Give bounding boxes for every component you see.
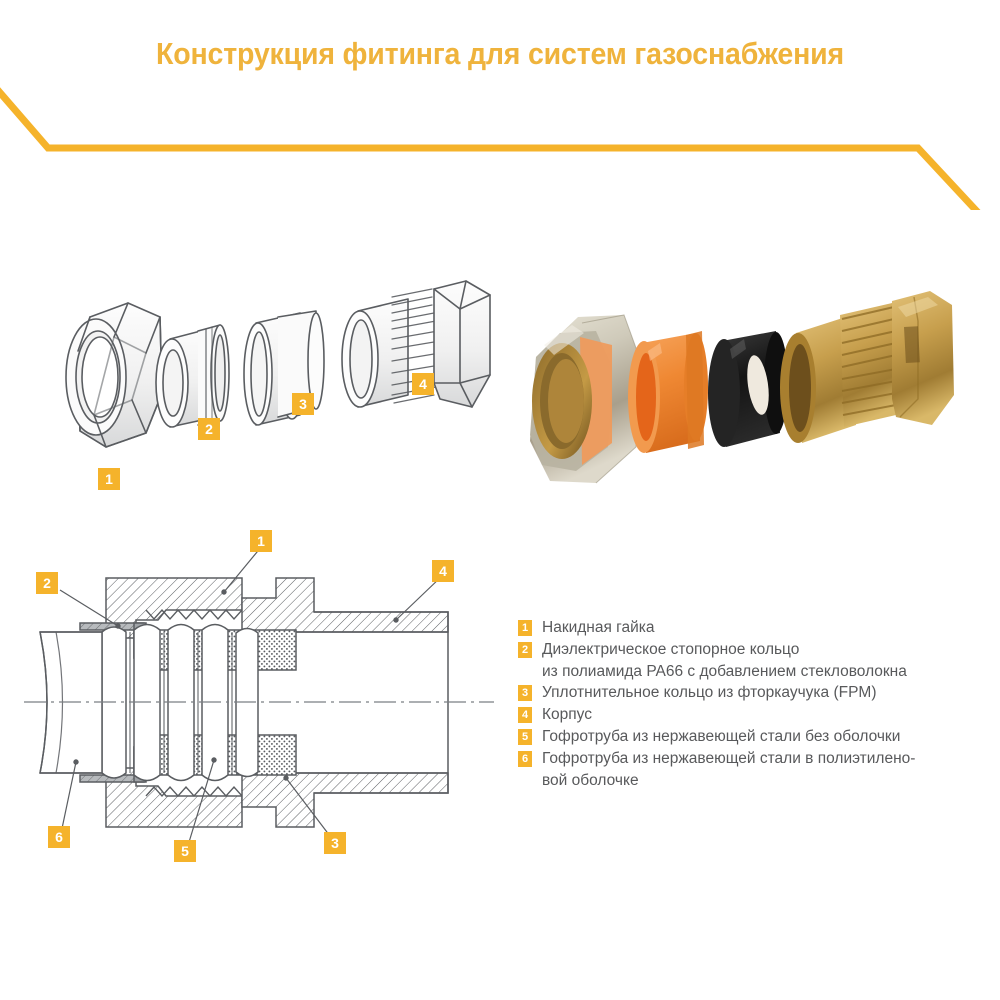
legend-badge-6: 6 — [518, 751, 532, 767]
legend-item-1: 1 Накидная гайка — [518, 617, 988, 638]
legend-item-4: 4 Корпус — [518, 704, 988, 725]
legend-badge-5: 5 — [518, 729, 532, 745]
legend-item-6: 6 Гофротруба из нержавеющей стали в поли… — [518, 748, 988, 791]
photo-part-brass-body — [780, 291, 954, 443]
legend-badge-4: 4 — [518, 707, 532, 723]
lineart-part-sealing-ring — [243, 310, 325, 426]
photo-exploded-figure — [500, 275, 960, 520]
legend-label-3: Уплотнительное кольцо из фторкаучука (FP… — [542, 684, 877, 701]
legend-label-4: Корпус — [542, 706, 592, 723]
lineart-exploded-svg — [65, 280, 491, 448]
page-title: Конструкция фитинга для систем газоснабж… — [156, 36, 844, 71]
legend-item-5: 5 Гофротруба из нержавеющей стали без об… — [518, 726, 988, 747]
callout-badge-xsec-1[interactable]: 1 — [250, 530, 272, 552]
xsec-leader-lines — [59, 545, 443, 853]
legend-badge-2: 2 — [518, 642, 532, 658]
callout-badge-lineart-3[interactable]: 3 — [292, 393, 314, 415]
callout-badge-xsec-4[interactable]: 4 — [432, 560, 454, 582]
legend-label-2: Диэлектрическое стопорное кольцо — [542, 641, 800, 658]
legend-item-3: 3 Уплотнительное кольцо из фторкаучука (… — [518, 682, 988, 703]
legend: 1 Накидная гайка 2 Диэлектрическое стопо… — [518, 617, 988, 791]
legend-badge-1: 1 — [518, 620, 532, 636]
lineart-exploded-figure: 1 2 3 4 — [20, 265, 510, 520]
callout-badge-lineart-1[interactable]: 1 — [98, 468, 120, 490]
callout-badge-xsec-6[interactable]: 6 — [48, 826, 70, 848]
lineart-part-stop-ring — [155, 324, 230, 428]
callout-badge-lineart-4[interactable]: 4 — [412, 373, 434, 395]
legend-item-2: 2 Диэлектрическое стопорное кольцо из по… — [518, 639, 988, 682]
legend-label-2-cont: из полиамида PA66 с добавлением стеклово… — [542, 663, 907, 680]
cross-section-svg — [24, 545, 494, 853]
callout-badge-xsec-3[interactable]: 3 — [324, 832, 346, 854]
legend-label-5: Гофротруба из нержавеющей стали без обол… — [542, 728, 901, 745]
legend-label-6: Гофротруба из нержавеющей стали в полиэт… — [542, 750, 916, 767]
legend-badge-3: 3 — [518, 685, 532, 701]
banner-rule — [0, 87, 981, 210]
legend-label-6-cont: вой оболочке — [542, 772, 639, 789]
lineart-part-union-nut — [65, 302, 163, 448]
cross-section-figure: 1 2 3 4 5 6 — [18, 520, 498, 885]
photo-part-polyamide-ring — [628, 331, 708, 453]
photo-part-union-nut — [530, 314, 641, 484]
photo-part-rubber-ring — [708, 331, 788, 447]
photo-exploded-svg — [530, 291, 954, 484]
lineart-part-body — [341, 280, 491, 408]
callout-badge-xsec-2[interactable]: 2 — [36, 572, 58, 594]
callout-badge-xsec-5[interactable]: 5 — [174, 840, 196, 862]
legend-label-1: Накидная гайка — [542, 619, 655, 636]
callout-badge-lineart-2[interactable]: 2 — [198, 418, 220, 440]
